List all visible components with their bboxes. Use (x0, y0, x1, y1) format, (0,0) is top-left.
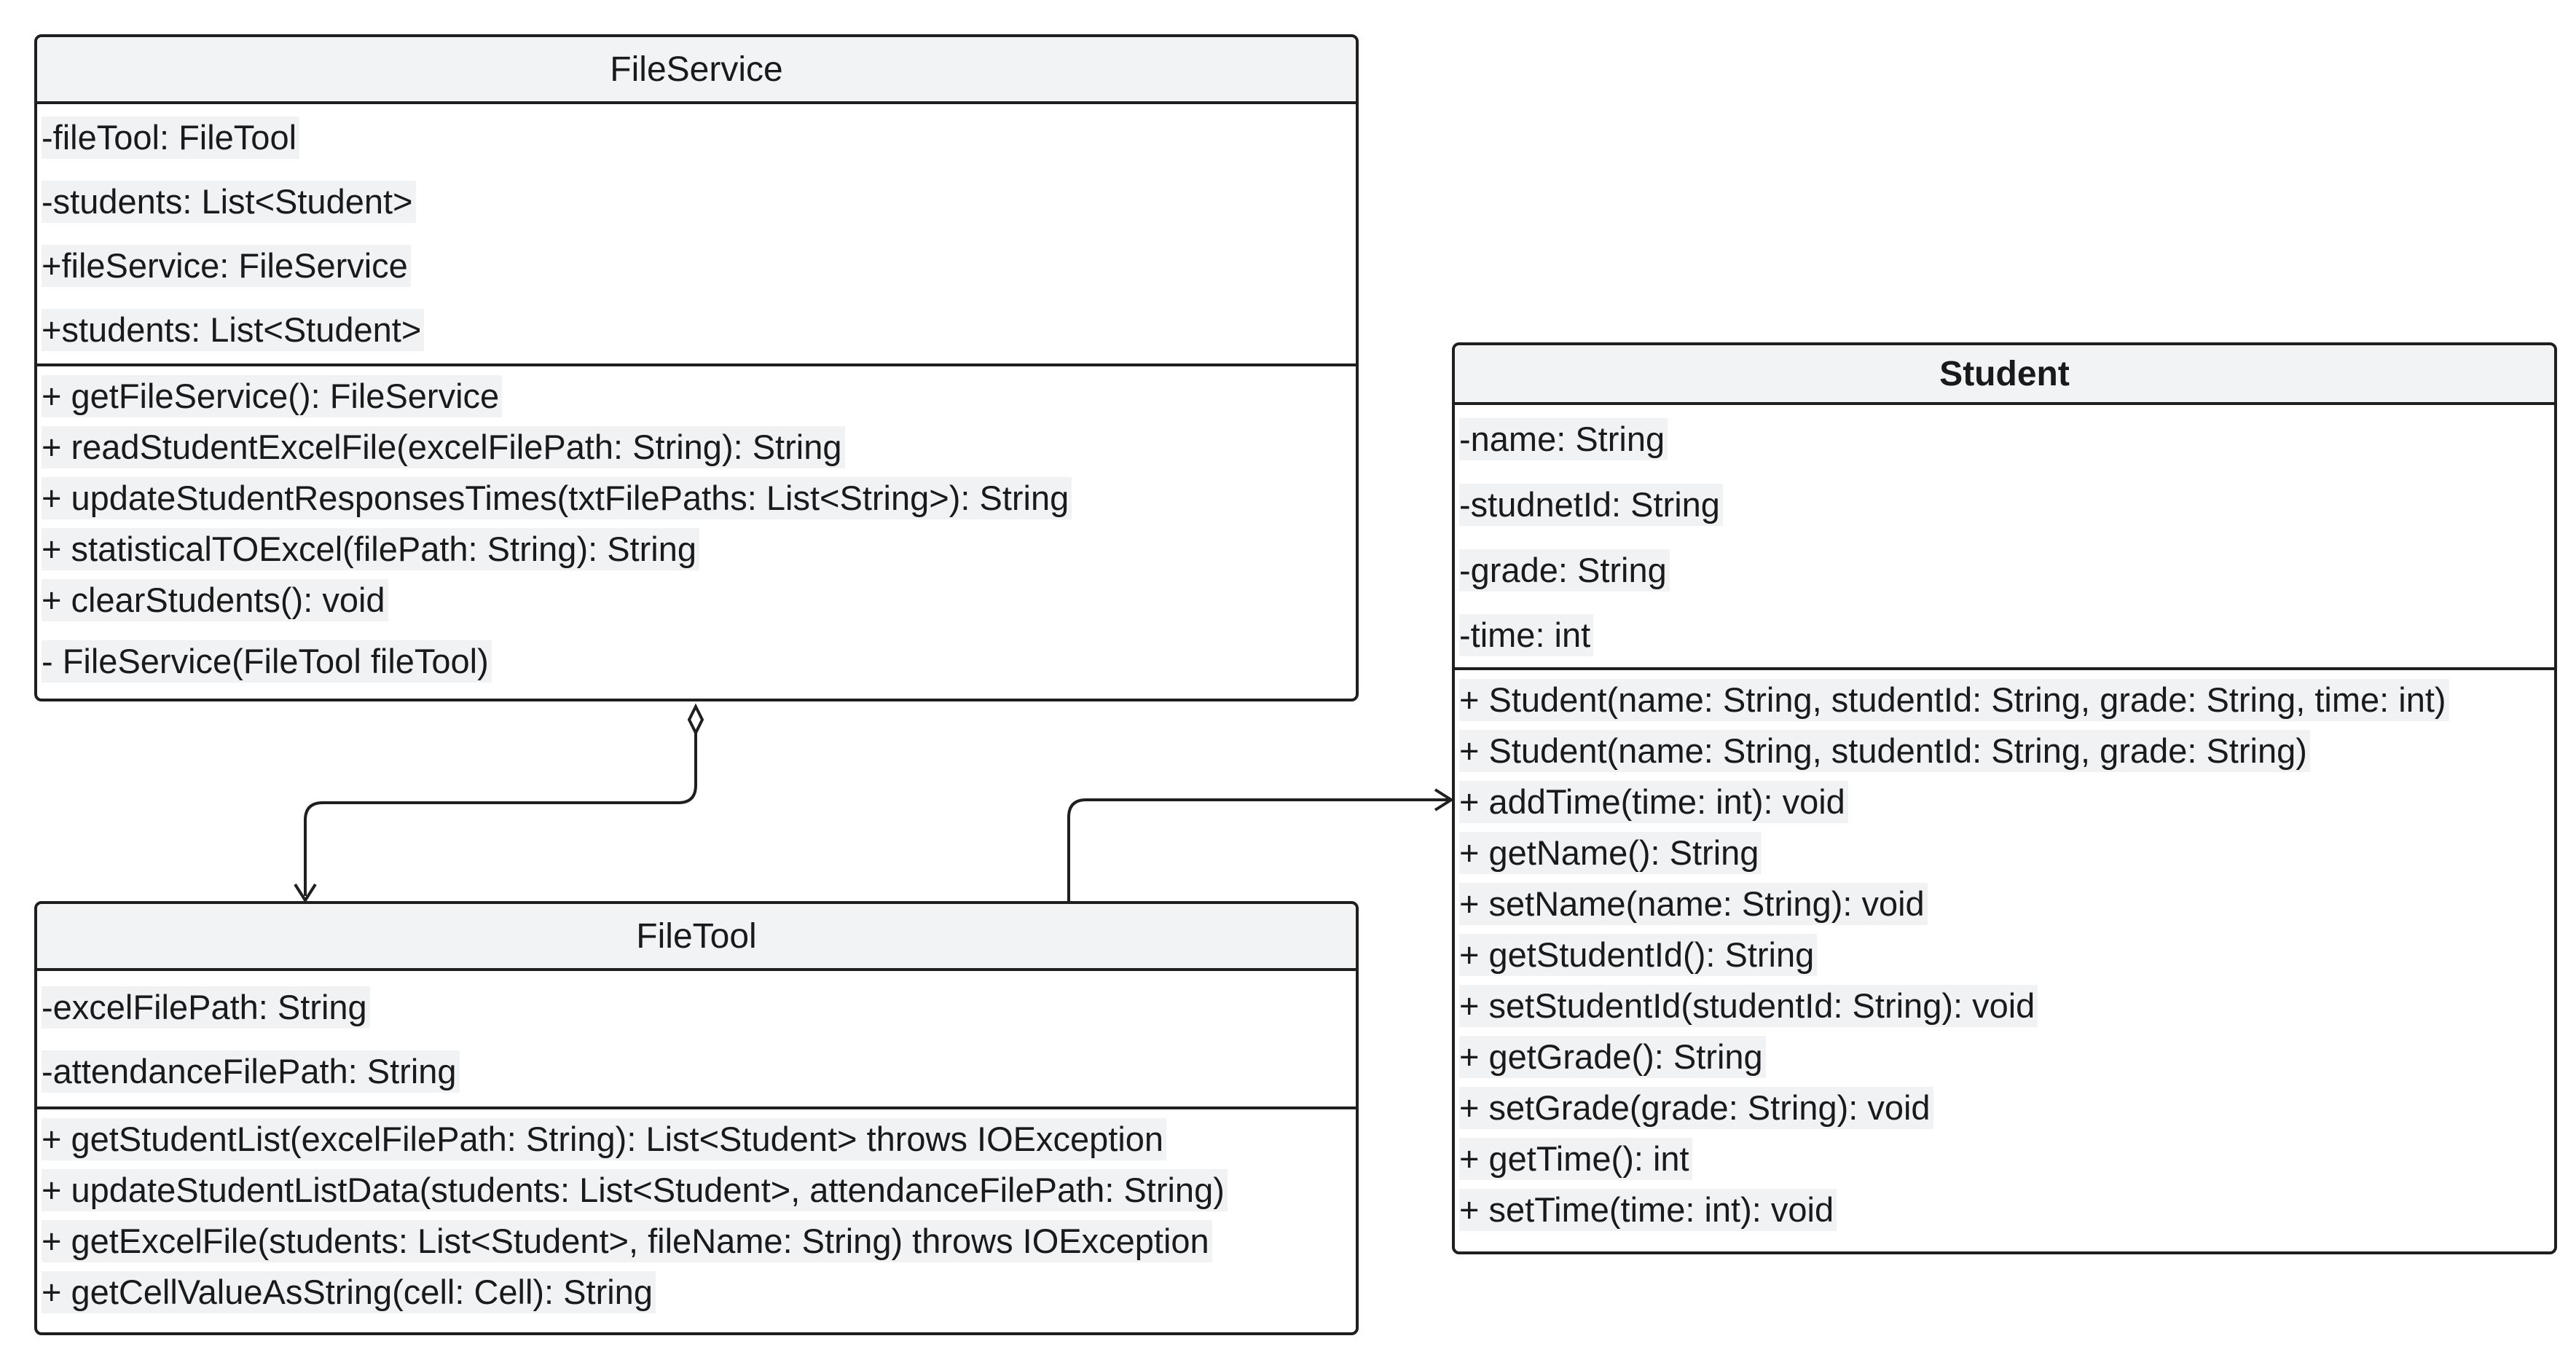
class-student-title: Student (1455, 345, 2554, 405)
attribute-row: -excelFilePath: String (42, 975, 1356, 1039)
method-row: + setTime(time: int): void (1459, 1184, 2554, 1235)
attribute-row: -fileTool: FileTool (42, 106, 1356, 170)
method-row: + Student(name: String, studentId: Strin… (1459, 726, 2554, 777)
method-row: + getExcelFile(students: List<Student>, … (42, 1216, 1356, 1267)
attribute-row: -time: int (1459, 603, 2554, 667)
aggregation-diamond-icon (687, 703, 704, 736)
class-fileservice: FileService -fileTool: FileTool -student… (34, 34, 1359, 701)
class-filetool-title: FileTool (37, 904, 1356, 971)
arrowhead-student-icon (1434, 788, 1454, 811)
method-row: + getFileService(): FileService (42, 371, 1356, 422)
attribute-row: +fileService: FileService (42, 234, 1356, 298)
method-row: + getStudentList(excelFilePath: String):… (42, 1114, 1356, 1165)
method-row: + Student(name: String, studentId: Strin… (1459, 675, 2554, 726)
association-connector-filetool-student (1067, 798, 1448, 901)
method-row: + setName(name: String): void (1459, 878, 2554, 929)
attribute-row: -studnetId: String (1459, 472, 2554, 538)
attribute-row: -students: List<Student> (42, 170, 1356, 234)
class-fileservice-title: FileService (37, 37, 1356, 104)
class-filetool-methods: + getStudentList(excelFilePath: String):… (37, 1109, 1356, 1318)
attribute-row: -attendanceFilePath: String (42, 1039, 1356, 1104)
method-row: + readStudentExcelFile(excelFilePath: St… (42, 422, 1356, 473)
method-row: + getTime(): int (1459, 1133, 2554, 1184)
method-row: - FileService(FileTool fileTool) (42, 626, 1356, 697)
method-row: + setGrade(grade: String): void (1459, 1082, 2554, 1133)
class-student-attributes: -name: String -studnetId: String -grade:… (1455, 405, 2554, 670)
aggregation-connector-fileservice-filetool (304, 732, 697, 896)
attribute-row: -grade: String (1459, 538, 2554, 603)
class-filetool-attributes: -excelFilePath: String -attendanceFilePa… (37, 971, 1356, 1109)
method-row: + getName(): String (1459, 828, 2554, 878)
class-student: Student -name: String -studnetId: String… (1452, 342, 2557, 1254)
method-row: + getStudentId(): String (1459, 929, 2554, 980)
attribute-row: -name: String (1459, 406, 2554, 472)
method-row: + statisticalTOExcel(filePath: String): … (42, 524, 1356, 575)
arrowhead-filetool-icon (294, 883, 317, 903)
class-fileservice-methods: + getFileService(): FileService + readSt… (37, 366, 1356, 697)
method-row: + getCellValueAsString(cell: Cell): Stri… (42, 1267, 1356, 1318)
method-row: + setStudentId(studentId: String): void (1459, 980, 2554, 1031)
class-filetool: FileTool -excelFilePath: String -attenda… (34, 901, 1359, 1335)
attribute-row: +students: List<Student> (42, 298, 1356, 362)
method-row: + updateStudentResponsesTimes(txtFilePat… (42, 473, 1356, 524)
method-row: + addTime(time: int): void (1459, 777, 2554, 828)
method-row: + updateStudentListData(students: List<S… (42, 1165, 1356, 1216)
method-row: + getGrade(): String (1459, 1031, 2554, 1082)
method-row: + clearStudents(): void (42, 575, 1356, 626)
class-student-methods: + Student(name: String, studentId: Strin… (1455, 670, 2554, 1235)
class-fileservice-attributes: -fileTool: FileTool -students: List<Stud… (37, 104, 1356, 366)
